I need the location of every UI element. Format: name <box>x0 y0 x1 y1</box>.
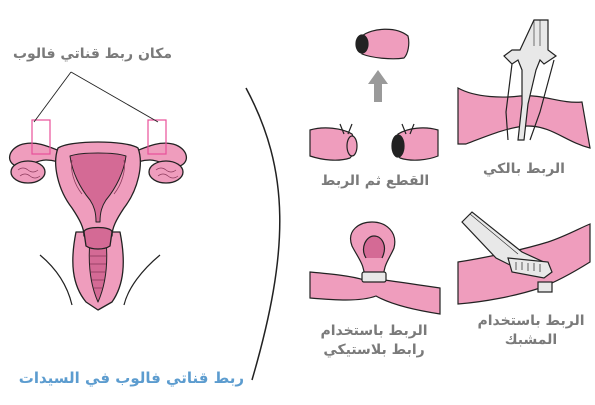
clip-jaw <box>507 257 553 279</box>
ligation-site-marker-right <box>147 119 167 155</box>
clip-label-line2: المشبك <box>504 331 558 348</box>
plastic-ring-label-line1: الربط باستخدام <box>320 323 428 339</box>
up-arrow <box>368 70 388 102</box>
cut-tie-illustration <box>309 28 439 161</box>
clip-illustration <box>457 211 591 305</box>
cautery-forceps <box>503 19 558 141</box>
excised-segment <box>361 28 410 60</box>
leader-line-left <box>33 71 72 123</box>
cut-tie-label: القطع ثم الربط <box>320 173 430 189</box>
left-pelvic-contour <box>39 254 73 306</box>
ring-tube <box>309 221 441 315</box>
section-divider <box>245 87 281 381</box>
clip <box>537 281 553 293</box>
plastic-ring-illustration <box>309 221 441 315</box>
uterus-anatomy <box>9 141 187 311</box>
clip-label: الربط باستخدام المشبك <box>470 312 592 350</box>
plastic-ring-label-line2: رابط بلاستيكي <box>323 341 425 358</box>
figure-title: ربط قناتي فالوب في السيدات <box>18 369 244 387</box>
left-ovary <box>10 160 46 184</box>
right-ovary <box>148 160 184 184</box>
clip-label-line1: الربط باستخدام <box>477 313 585 329</box>
cervix <box>83 226 113 250</box>
cautery-label: الربط بالكي <box>483 161 565 177</box>
plastic-ring-label: الربط باستخدام رابط بلاستيكي <box>306 322 442 360</box>
ligation-site-marker-left <box>31 119 51 155</box>
cautery-illustration <box>457 19 591 149</box>
leader-line-right <box>70 71 159 123</box>
ligation-site-label: مكان ربط قناتي فالوب <box>12 46 172 62</box>
right-pelvic-contour <box>123 254 161 306</box>
uterine-cavity <box>69 152 127 223</box>
vagina-inner <box>88 239 108 303</box>
plastic-ring <box>361 271 387 283</box>
